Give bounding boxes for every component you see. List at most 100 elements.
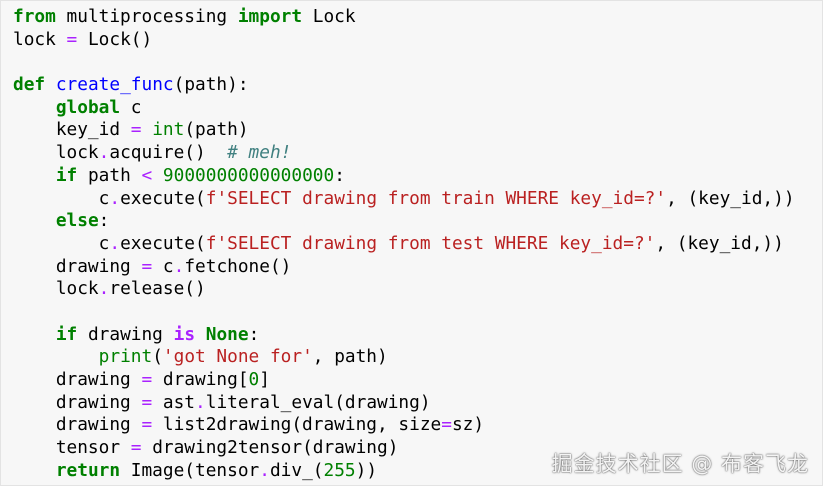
keyword-token: if	[55, 323, 78, 345]
plain-token: drawing	[77, 323, 174, 345]
builtin-token: print	[98, 346, 153, 368]
string-token: 'got None for'	[162, 346, 313, 368]
plain-token: :	[334, 164, 345, 186]
operator-token: .	[109, 187, 121, 209]
plain-token: drawing	[13, 391, 142, 413]
code-line: drawing = ast.literal_eval(drawing)	[13, 392, 795, 415]
operator-token: =	[66, 28, 78, 50]
keyword-token: None	[205, 323, 249, 345]
operator-token: .	[109, 232, 121, 254]
string-token: f'SELECT drawing from train WHERE key_id…	[205, 187, 667, 209]
plain-token: ast	[152, 391, 196, 413]
code-line: lock.acquire() # meh!	[13, 142, 795, 165]
plain-token	[13, 210, 56, 231]
plain-token	[152, 165, 163, 186]
plain-token: div_(	[269, 459, 324, 481]
plain-token: sz)	[451, 414, 485, 436]
number-token: 0	[248, 369, 260, 390]
code-line: lock = Lock()	[13, 29, 795, 52]
plain-token: , path)	[312, 346, 388, 368]
keyword-token: import	[237, 6, 303, 27]
plain-token: :	[248, 323, 260, 345]
watermark-text: 掘金技术社区 @ 布客飞龙	[551, 452, 809, 476]
plain-token: , (key_id,))	[655, 232, 784, 254]
plain-token: key_id	[13, 119, 131, 141]
function-name-token: create_func	[55, 74, 174, 96]
plain-token: fetchone()	[184, 255, 292, 277]
operator-token: .	[195, 391, 206, 413]
builtin-token: int	[152, 119, 185, 141]
plain-token: Image(tensor	[120, 459, 260, 481]
plain-token: :	[98, 210, 110, 232]
operator-token: .	[98, 142, 110, 164]
plain-token	[13, 324, 56, 345]
code-line: drawing = list2drawing(drawing, size=sz)	[13, 414, 795, 437]
plain-token	[13, 346, 99, 367]
operator-token: =	[141, 414, 153, 436]
plain-token: literal_eval(drawing)	[205, 391, 431, 413]
code-line: def create_func(path):	[13, 74, 795, 97]
operator-token: =	[141, 369, 153, 390]
plain-token: drawing	[13, 255, 142, 277]
plain-token: c	[120, 96, 142, 118]
plain-token: drawing	[13, 414, 142, 436]
keyword-token: global	[55, 96, 121, 118]
plain-token: c	[152, 255, 174, 277]
plain-token: execute(	[120, 232, 206, 254]
plain-token: Lock	[302, 6, 356, 27]
code-line: c.execute(f'SELECT drawing from test WHE…	[13, 233, 795, 256]
plain-token	[45, 74, 56, 95]
number-token: 9000000000000000	[162, 164, 335, 186]
plain-token: c	[13, 187, 110, 209]
plain-token: path	[77, 164, 142, 186]
keyword-token: from	[13, 6, 56, 27]
code-line	[13, 51, 795, 74]
operator-token: =	[130, 437, 142, 459]
plain-token: c	[13, 232, 110, 254]
code-line: global c	[13, 97, 795, 120]
code-line: drawing = c.fetchone()	[13, 256, 795, 279]
code-line: return Image(tensor.div_(255))	[13, 460, 795, 483]
keyword-token: else	[55, 210, 99, 232]
comment-token: # meh!	[227, 142, 292, 164]
code-line: if drawing is None:	[13, 324, 795, 347]
plain-token	[141, 119, 152, 140]
plain-token: ))	[355, 459, 378, 481]
operator-token: =	[441, 414, 452, 436]
number-token: 255	[323, 459, 356, 481]
operator-token: is	[173, 323, 196, 345]
string-token: f'SELECT drawing from test WHERE key_id=…	[205, 232, 656, 254]
plain-token: acquire()	[109, 142, 228, 164]
code-line: drawing = drawing[0]	[13, 369, 795, 392]
operator-token: .	[259, 459, 270, 481]
plain-token: lock	[13, 278, 99, 300]
keyword-token: return	[55, 459, 121, 481]
operator-token: <	[141, 164, 153, 186]
code-line: key_id = int(path)	[13, 119, 795, 142]
keyword-token: if	[55, 164, 78, 186]
operator-token: =	[141, 255, 153, 277]
plain-token: (path)	[184, 119, 249, 141]
plain-token: Lock()	[77, 28, 153, 50]
code-line: c.execute(f'SELECT drawing from train WH…	[13, 188, 795, 211]
plain-token: lock	[13, 28, 67, 50]
plain-token: lock	[13, 142, 99, 164]
operator-token: .	[98, 278, 110, 300]
operator-token: .	[173, 255, 185, 277]
plain-token: (	[152, 346, 163, 368]
code-line: if path < 9000000000000000:	[13, 165, 795, 188]
plain-token: drawing[	[152, 369, 249, 390]
code-line: lock.release()	[13, 278, 795, 301]
code-line: tensor = drawing2tensor(drawing)	[13, 437, 795, 460]
plain-token: , (key_id,))	[666, 187, 795, 209]
plain-token	[13, 97, 56, 118]
plain-token: execute(	[120, 187, 206, 209]
plain-token: multiprocessing	[55, 6, 238, 27]
code-line: else:	[13, 210, 795, 233]
code-line	[13, 301, 795, 324]
plain-token: ]	[259, 369, 270, 390]
plain-token: drawing	[13, 369, 142, 390]
operator-token: =	[141, 391, 153, 413]
